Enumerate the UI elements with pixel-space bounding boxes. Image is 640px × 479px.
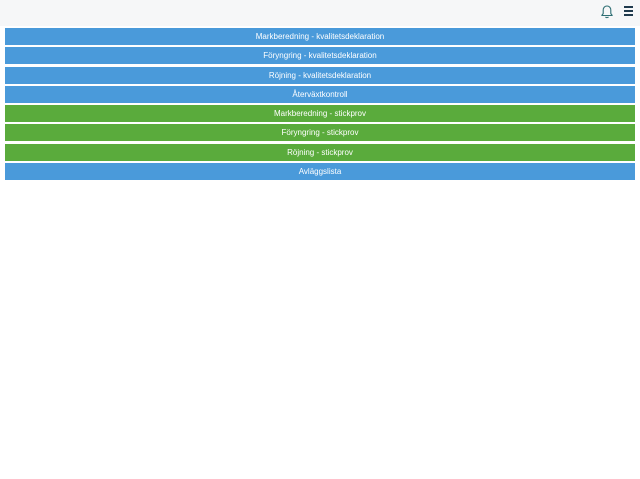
- menu-item-foryngring-kvalitetsdeklaration[interactable]: Föryngring - kvalitetsdeklaration: [5, 47, 635, 65]
- menu-item-atervaxtkontroll[interactable]: Återväxtkontroll: [5, 85, 635, 103]
- bell-icon[interactable]: [600, 4, 614, 20]
- menu-item-foryngring-stickprov[interactable]: Föryngring - stickprov: [5, 124, 635, 142]
- menu-item-rojning-stickprov[interactable]: Röjning - stickprov: [5, 143, 635, 161]
- menu-list: Markberedning - kvalitetsdeklaration För…: [5, 28, 635, 182]
- hamburger-menu-icon[interactable]: [622, 6, 635, 18]
- menu-item-rojning-kvalitetsdeklaration[interactable]: Röjning - kvalitetsdeklaration: [5, 66, 635, 84]
- menu-item-markberedning-kvalitetsdeklaration[interactable]: Markberedning - kvalitetsdeklaration: [5, 28, 635, 45]
- menu-item-avlaggslista[interactable]: Avläggslista: [5, 163, 635, 181]
- top-bar: [0, 0, 640, 26]
- menu-item-markberedning-stickprov[interactable]: Markberedning - stickprov: [5, 105, 635, 123]
